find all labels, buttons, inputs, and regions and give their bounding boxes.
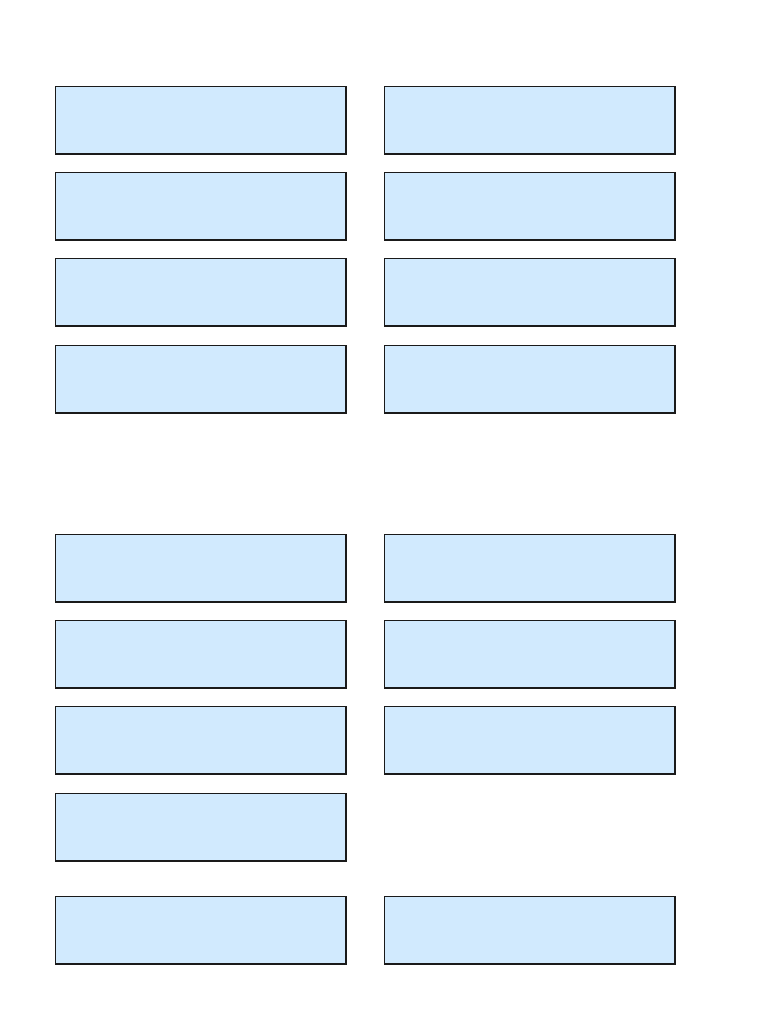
tile-button[interactable] (384, 534, 676, 603)
tile-button[interactable] (55, 345, 347, 414)
tile-button[interactable] (55, 896, 347, 965)
tile-label (56, 259, 345, 271)
tile-label (56, 346, 345, 358)
tile-button[interactable] (55, 706, 347, 775)
tile-button[interactable] (55, 172, 347, 241)
tile-label (385, 346, 674, 358)
tile-label (56, 707, 345, 719)
tile-button[interactable] (55, 534, 347, 603)
tile-button[interactable] (384, 86, 676, 155)
tile-label (56, 897, 345, 909)
tile-label (385, 897, 674, 909)
tile-label (385, 621, 674, 633)
tile-label (56, 87, 345, 99)
tile-button[interactable] (55, 793, 347, 862)
tile-label (56, 173, 345, 185)
tile-button[interactable] (384, 896, 676, 965)
tile-button[interactable] (384, 172, 676, 241)
tile-label (56, 535, 345, 547)
tile-button[interactable] (384, 620, 676, 689)
tile-button[interactable] (55, 258, 347, 327)
tile-label (385, 87, 674, 99)
tile-button[interactable] (384, 258, 676, 327)
tile-label (385, 535, 674, 547)
tile-button[interactable] (55, 620, 347, 689)
tile-label (385, 707, 674, 719)
tile-label (56, 794, 345, 806)
tile-button[interactable] (55, 86, 347, 155)
tile-label (385, 173, 674, 185)
tile-button[interactable] (384, 706, 676, 775)
tile-label (56, 621, 345, 633)
tile-button[interactable] (384, 345, 676, 414)
tile-label (385, 259, 674, 271)
